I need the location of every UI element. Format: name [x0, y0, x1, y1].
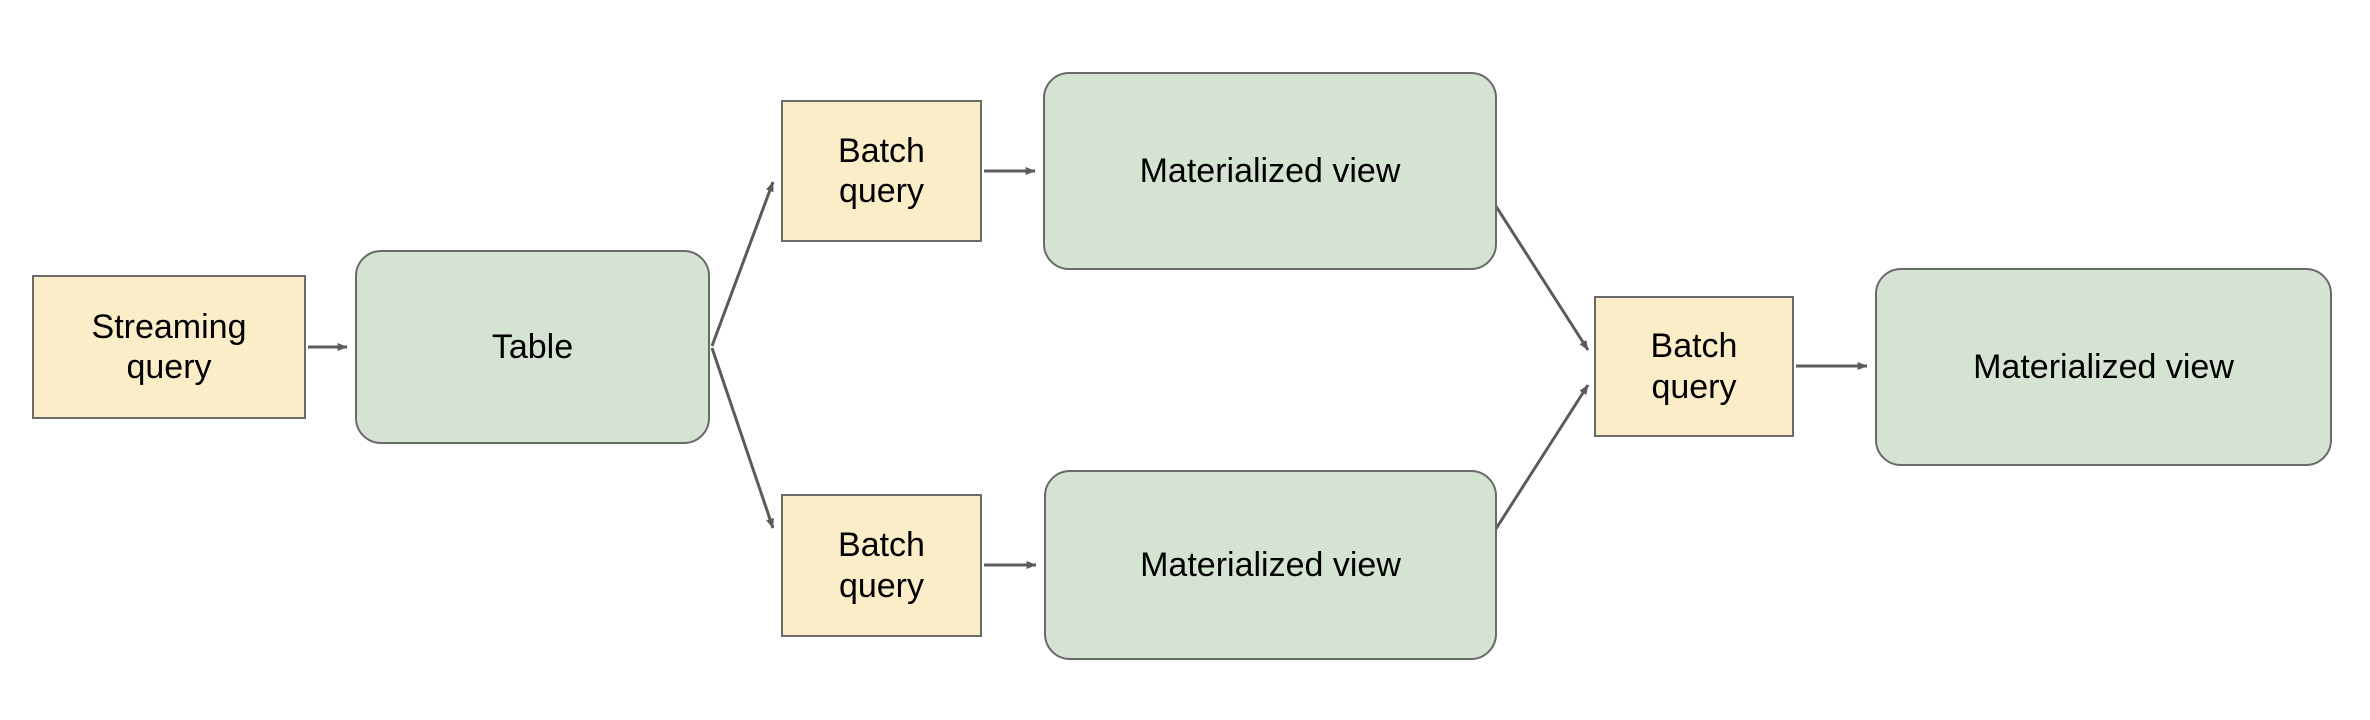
node-streaming-query[interactable]: Streaming query — [32, 275, 306, 419]
node-materialized-view-bottom[interactable]: Materialized view — [1044, 470, 1497, 660]
node-label: Materialized view — [1140, 545, 1401, 584]
node-materialized-view-right[interactable]: Materialized view — [1875, 268, 2332, 466]
edge-materialized-view-top-to-batch-query-center — [1490, 199, 1590, 351]
edge-materialized-view-bottom-to-batch-query-center — [1490, 384, 1590, 536]
node-label: Streaming query — [91, 307, 247, 386]
node-table[interactable]: Table — [355, 250, 710, 444]
edge-table-to-batch-query-bottom — [710, 347, 775, 529]
node-batch-query-top[interactable]: Batch query — [781, 100, 982, 242]
node-label: Materialized view — [1973, 347, 2234, 386]
node-label: Batch query — [1650, 327, 1738, 406]
node-materialized-view-top[interactable]: Materialized view — [1043, 72, 1497, 270]
edge-table-to-batch-query-top — [710, 181, 775, 347]
node-label: Batch query — [838, 526, 925, 605]
node-label: Batch query — [838, 131, 925, 210]
node-label: Table — [491, 327, 574, 366]
node-label: Materialized view — [1139, 151, 1401, 190]
node-batch-query-center[interactable]: Batch query — [1594, 296, 1794, 437]
node-batch-query-bottom[interactable]: Batch query — [781, 494, 982, 637]
